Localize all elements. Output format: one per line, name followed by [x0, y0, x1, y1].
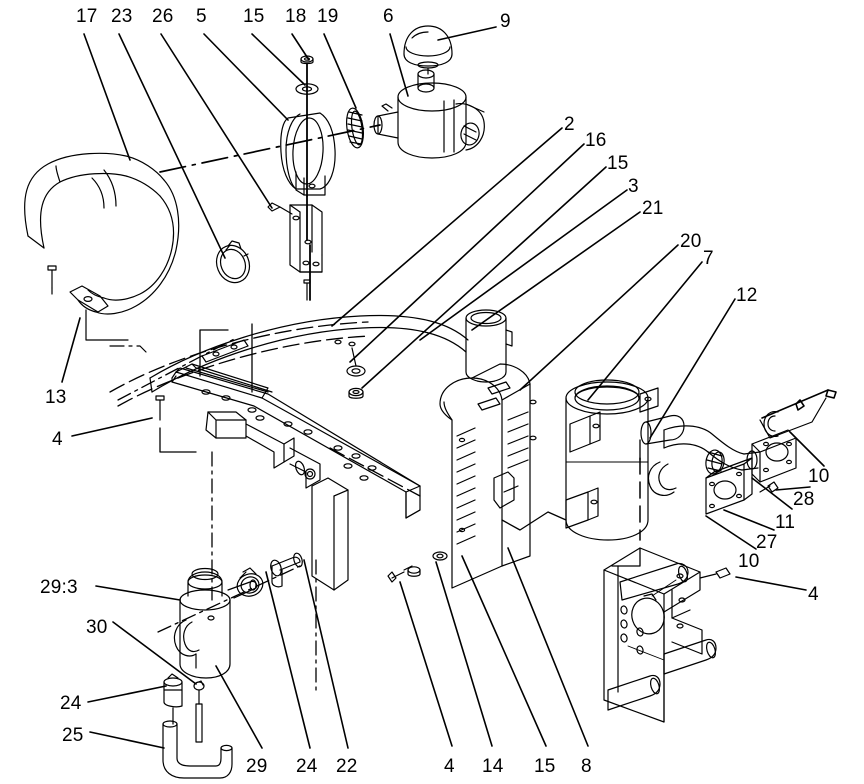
callout-24-a: 24	[60, 693, 82, 714]
callout-15-c: 15	[534, 756, 556, 777]
leader-lines-midright	[331, 127, 736, 439]
callout-29-3: 29:3	[40, 577, 78, 598]
part-24-clamp-left	[163, 673, 183, 725]
bracket-bolt-small	[267, 202, 293, 215]
leader-4a	[71, 417, 153, 437]
callout-19: 19	[317, 6, 339, 27]
callout-15-b: 15	[607, 153, 629, 174]
part-14-washer	[432, 551, 448, 561]
callout-11: 11	[775, 512, 796, 533]
callout-3: 3	[628, 176, 639, 197]
part-12-exhaust-rod	[759, 389, 837, 439]
part-9-precleaner-cap	[403, 25, 453, 75]
callout-4-b: 4	[808, 584, 819, 605]
callout-17: 17	[76, 6, 98, 27]
part-30-clamp	[193, 680, 205, 743]
part-21-muffler	[565, 379, 685, 541]
part-16-washer	[334, 339, 366, 377]
leader-lines-bottomleft	[87, 559, 349, 749]
leader-lines-rightbottom	[705, 431, 825, 591]
callout-24-b: 24	[296, 756, 318, 777]
part-15-nut-center	[348, 387, 364, 399]
part-17-intake-hose	[24, 152, 180, 315]
callout-26: 26	[152, 6, 174, 27]
phantom-line-intake	[109, 321, 371, 407]
part-25-fuel-hose	[162, 720, 233, 779]
callout-6: 6	[383, 6, 394, 27]
part-26-upper-bracket	[289, 204, 323, 273]
callout-7: 7	[703, 248, 714, 269]
part-4-bolt-bracket	[699, 567, 731, 579]
bracket-link-line	[501, 439, 641, 567]
callout-22: 22	[336, 756, 358, 777]
callout-23: 23	[111, 6, 133, 27]
callout-8: 8	[581, 756, 592, 777]
callout-28: 28	[793, 489, 815, 510]
part-19-filter-ring	[346, 107, 364, 149]
callout-14: 14	[482, 756, 504, 777]
callout-12: 12	[736, 285, 758, 306]
part-20-muffler-shield	[439, 363, 537, 589]
callout-29: 29	[246, 756, 268, 777]
callout-18: 18	[285, 6, 307, 27]
phantom-line-intake-2	[117, 337, 237, 401]
part-21-tube-stub	[465, 309, 513, 383]
part-24-clamp-upper	[236, 567, 264, 597]
callout-4-c: 4	[444, 756, 455, 777]
bracket-bolt-lower	[303, 279, 311, 301]
callout-30: 30	[86, 617, 108, 638]
leader-13	[61, 317, 81, 383]
callout-5: 5	[196, 6, 207, 27]
callout-10-b: 10	[738, 551, 760, 572]
callout-10-a: 10	[808, 466, 830, 487]
part-12-hanger-hook	[763, 411, 779, 437]
callout-21: 21	[642, 198, 664, 219]
leader-lines-top	[83, 26, 497, 259]
filter-centerline	[157, 565, 301, 633]
frame-phantom2	[329, 447, 421, 497]
part-2-frame-rail	[171, 363, 421, 591]
callout-20: 20	[680, 231, 702, 252]
callout-27: 27	[756, 532, 778, 553]
frame-phantom	[211, 451, 317, 691]
part-23-hose-clamp	[215, 240, 251, 284]
callout-2: 2	[564, 114, 575, 135]
callout-25: 25	[62, 725, 84, 746]
callout-13: 13	[45, 387, 67, 408]
part-6-air-cleaner-body	[373, 69, 485, 159]
callout-15-a: 15	[243, 6, 265, 27]
callout-16: 16	[585, 130, 607, 151]
part-15-nut-bottom	[407, 566, 421, 577]
part-13-bracket	[47, 265, 147, 353]
part-4-bolt-bottomcenter	[387, 565, 413, 583]
callout-9: 9	[500, 11, 511, 32]
part-22-connector-tube	[270, 552, 303, 588]
part-11-flange-rear	[751, 429, 797, 483]
part-4-bolt-frame	[155, 395, 165, 421]
part-7-exhaust-pipe	[647, 425, 761, 496]
frame-assembly-lines	[159, 323, 253, 453]
part-8-mounting-bracket	[603, 547, 717, 723]
part-29-fuel-filter	[173, 567, 258, 679]
assembly-centerline	[159, 124, 381, 173]
part-27-flange-front	[705, 457, 753, 515]
part-5-air-cleaner-cover	[280, 112, 336, 196]
leader-lines-bottom	[399, 547, 589, 747]
callout-4-a: 4	[52, 429, 63, 450]
